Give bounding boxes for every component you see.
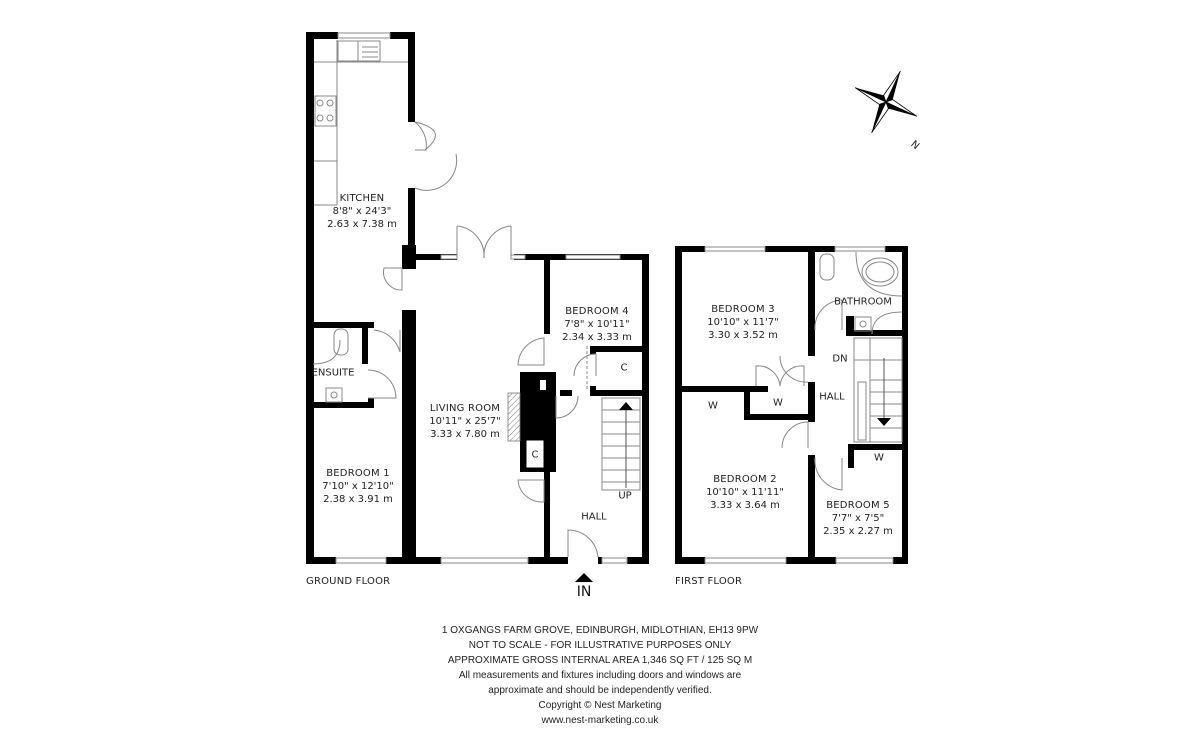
wardrobe-label: W — [874, 452, 884, 464]
room-name: BEDROOM 2 — [713, 474, 777, 485]
room-dimensions-metric: 2.34 x 3.33 m — [562, 332, 632, 343]
entrance-label: IN — [576, 584, 592, 600]
entrance-arrow-icon — [575, 573, 593, 582]
stairs-up-arrow-icon — [619, 402, 633, 410]
copyright: Copyright © Nest Marketing — [538, 700, 662, 711]
website-link[interactable]: www.nest-marketing.co.uk — [541, 715, 659, 726]
room-dimensions-metric: 3.33 x 7.80 m — [430, 429, 500, 440]
scale-note: NOT TO SCALE - FOR ILLUSTRATIVE PURPOSES… — [468, 640, 732, 651]
room-dimensions-metric: 3.30 x 3.52 m — [708, 330, 778, 341]
room-label-bathroom: BATHROOM — [834, 296, 892, 308]
room-dimensions-metric: 3.33 x 3.64 m — [710, 500, 780, 511]
room-dimensions-imperial: 7'10" x 12'10" — [322, 481, 394, 492]
first-floor-plan — [675, 246, 908, 564]
room-label-bedroom-4: BEDROOM 4 7'8" x 10'11" 2.34 x 3.33 m — [562, 305, 632, 344]
room-dimensions-imperial: 8'8" x 24'3" — [332, 206, 392, 217]
room-name: BEDROOM 5 — [826, 500, 890, 511]
ground-floor-title: GROUND FLOOR — [306, 576, 391, 587]
room-name: BEDROOM 1 — [326, 468, 390, 479]
first-floor-windows — [704, 246, 894, 564]
room-label-hall-ground: HALL — [581, 511, 607, 523]
disclaimer-line-1: All measurements and fixtures including … — [458, 670, 742, 681]
first-floor-fixtures — [755, 251, 903, 491]
room-dimensions-metric: 2.63 x 7.38 m — [327, 219, 397, 230]
room-label-ensuite: ENSUITE — [311, 367, 355, 379]
stairs-up-label: UP — [618, 490, 632, 502]
room-name: BEDROOM 4 — [565, 306, 629, 317]
room-label-bedroom-5: BEDROOM 5 7'7" x 7'5" 2.35 x 2.27 m — [823, 499, 893, 538]
room-name: KITCHEN — [339, 193, 385, 204]
room-dimensions-imperial: 10'10" x 11'11" — [706, 487, 784, 498]
room-dimensions-imperial: 7'8" x 10'11" — [564, 319, 630, 330]
wardrobe-label: W — [708, 400, 718, 412]
room-label-bedroom-3: BEDROOM 3 10'10" x 11'7" 3.30 x 3.52 m — [707, 303, 779, 342]
room-dimensions-metric: 2.35 x 2.27 m — [823, 526, 893, 537]
wardrobe-label: W — [773, 397, 783, 409]
cupboard-label: C — [531, 449, 539, 461]
stairs-down-arrow-icon — [877, 418, 891, 426]
room-dimensions-imperial: 7'7" x 7'5" — [831, 513, 885, 524]
first-floor-walls — [675, 246, 908, 564]
ground-windows — [335, 32, 628, 564]
fireplace-hearth — [507, 392, 521, 442]
room-dimensions-imperial: 10'11" x 25'7" — [429, 416, 501, 427]
first-floor-title: FIRST FLOOR — [675, 576, 743, 587]
room-dimensions-imperial: 10'10" x 11'7" — [707, 317, 779, 328]
room-name: BEDROOM 3 — [711, 304, 775, 315]
kitchen-fixtures — [312, 40, 641, 558]
room-name: LIVING ROOM — [429, 403, 501, 414]
compass-icon — [854, 70, 918, 134]
stairs-down-label: DN — [832, 353, 848, 365]
gross-area: APPROXIMATE GROSS INTERNAL AREA 1,346 SQ… — [447, 655, 753, 666]
room-label-kitchen: KITCHEN 8'8" x 24'3" 2.63 x 7.38 m — [327, 192, 397, 231]
cupboard-label: C — [620, 362, 628, 374]
disclaimer-line-2: approximate and should be independently … — [488, 685, 712, 696]
room-label-bedroom-2: BEDROOM 2 10'10" x 11'11" 3.33 x 3.64 m — [706, 473, 784, 512]
room-label-living-room: LIVING ROOM 10'11" x 25'7" 3.33 x 7.80 m — [429, 402, 501, 441]
room-label-bedroom-1: BEDROOM 1 7'10" x 12'10" 2.38 x 3.91 m — [322, 467, 394, 506]
property-address: 1 OXGANGS FARM GROVE, EDINBURGH, MIDLOTH… — [441, 625, 759, 636]
plan-footer: 1 OXGANGS FARM GROVE, EDINBURGH, MIDLOTH… — [0, 623, 1200, 728]
room-label-hall-first: HALL — [819, 391, 845, 403]
ground-floor-plan — [306, 32, 649, 582]
room-dimensions-metric: 2.38 x 3.91 m — [323, 494, 393, 505]
